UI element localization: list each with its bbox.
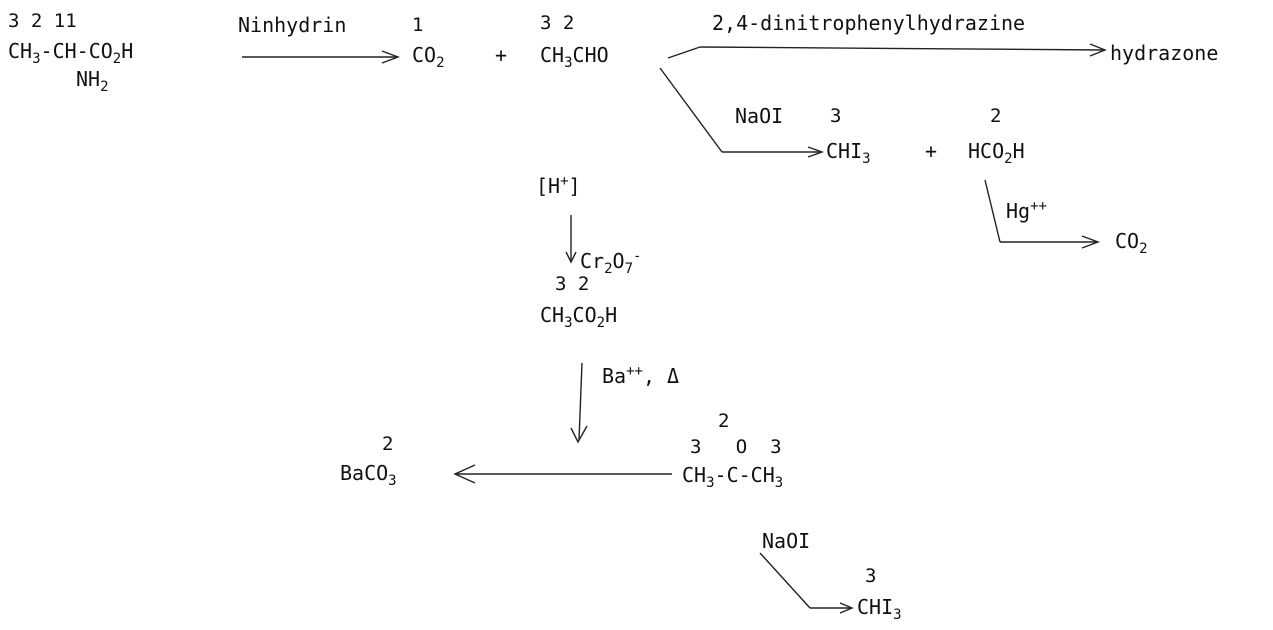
alanine-position-labels: 3 2 11 xyxy=(8,10,77,32)
iodoform-position-1: 3 xyxy=(830,105,842,127)
naoi-branch-diagonal-2 xyxy=(759,552,811,609)
acetone-position-labels: 3 O 3 xyxy=(690,436,782,458)
formic-acid: HCO2H xyxy=(968,139,1025,167)
naoi-branch-diagonal xyxy=(659,67,723,153)
acetaldehyde-formula: CH3CHO xyxy=(540,43,609,71)
hydrazone-product: hydrazone xyxy=(1110,41,1219,65)
ninhydrin-arrowhead xyxy=(381,50,400,64)
iodoform-product-2: CHI3 xyxy=(857,595,902,623)
hg-branch-diagonal xyxy=(984,179,1001,243)
dnph-arrow-main xyxy=(699,46,1106,51)
dnph-arrowhead xyxy=(1089,43,1107,57)
naoi-arrowhead-1 xyxy=(807,146,825,158)
barium-reagent: Ba++, Δ xyxy=(602,363,680,388)
alanine-amine: NH2 xyxy=(76,67,109,95)
co2-product-2: CO2 xyxy=(1115,229,1148,257)
iodoform-product-1: CHI3 xyxy=(826,139,871,167)
oxidation-arrowhead xyxy=(565,251,577,264)
naoi-arrowhead-2 xyxy=(839,602,854,614)
naoi-reagent-1: NaOI xyxy=(735,104,784,128)
pyrolysis-arrow xyxy=(578,362,583,441)
pyrolysis-arrowhead xyxy=(570,425,588,444)
acetic-acid: CH3CO2H xyxy=(540,303,618,331)
acid-catalyst: [H+] xyxy=(536,173,581,198)
alanine-formula: CH3-CH-CO2H xyxy=(8,39,134,67)
dichromate-reagent: Cr2O7- xyxy=(580,248,642,277)
co2-product: CO2 xyxy=(412,43,445,71)
acetone-carbonyl-position: 2 xyxy=(718,410,730,432)
plus-sign-2: + xyxy=(925,139,938,163)
dnph-reagent: 2,4-dinitrophenylhydrazine xyxy=(712,11,1026,35)
acetaldehyde-position-labels: 3 2 xyxy=(540,12,575,34)
iodoform-position-2: 3 xyxy=(865,565,877,587)
formic-position: 2 xyxy=(990,105,1002,127)
baco3-product: BaCO3 xyxy=(340,461,397,489)
ninhydrin-carbon-position: 1 xyxy=(412,14,424,36)
baco3-position: 2 xyxy=(382,433,394,455)
acetic-position-labels: 3 2 xyxy=(555,273,590,295)
mercury-reagent: Hg++ xyxy=(1006,198,1047,223)
dnph-arrow xyxy=(667,46,701,59)
acetone: CH3-C-CH3 xyxy=(682,463,784,491)
plus-sign: + xyxy=(495,43,508,67)
baco3-arrowhead xyxy=(453,464,476,484)
naoi-reagent-2: NaOI xyxy=(762,529,811,553)
hg-arrowhead xyxy=(1081,235,1100,249)
ninhydrin-reagent: Ninhydrin xyxy=(238,13,347,37)
